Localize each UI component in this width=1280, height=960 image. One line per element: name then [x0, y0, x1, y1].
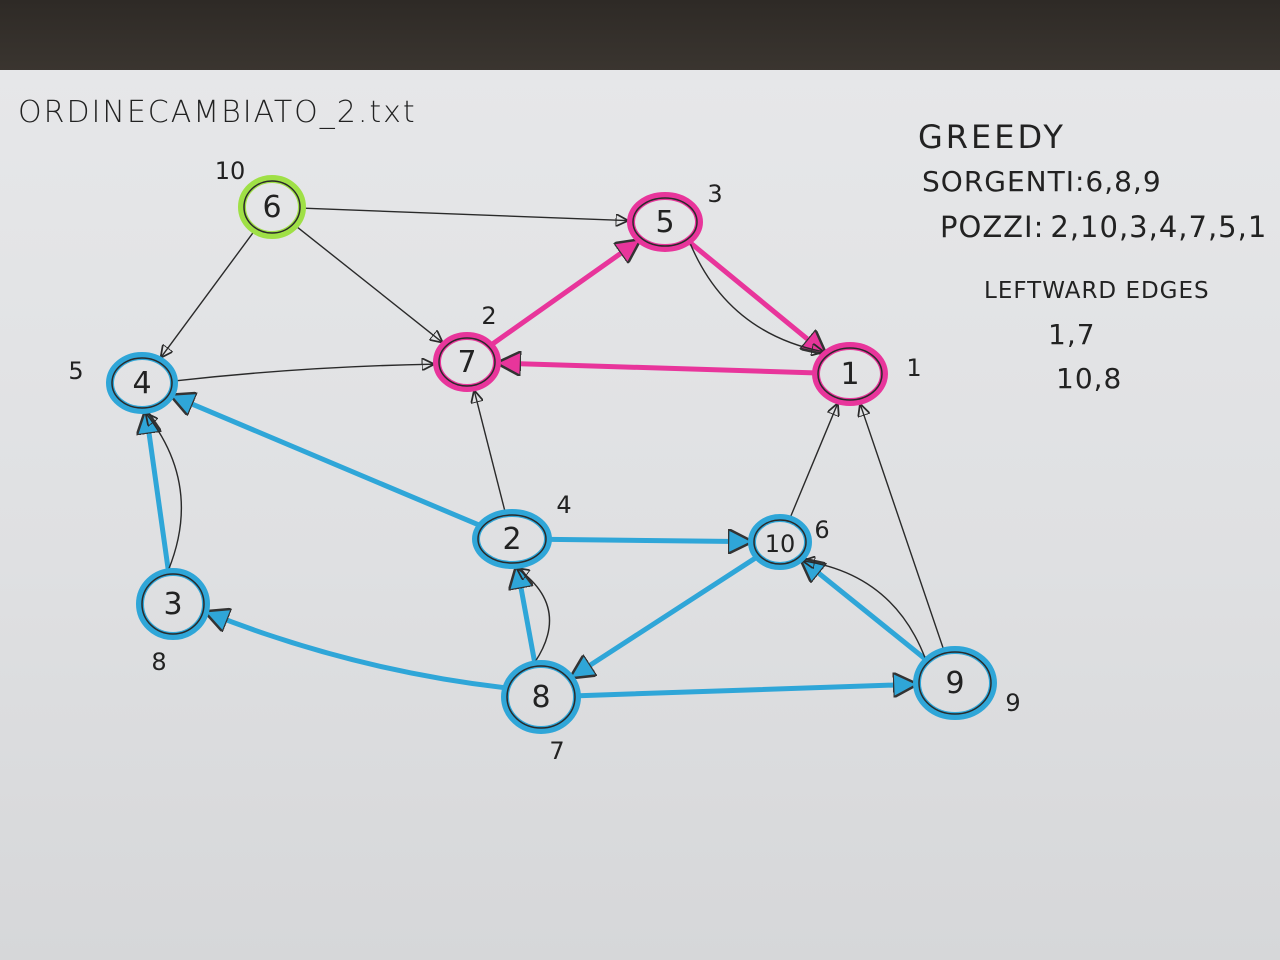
edge-4-to-7-ink	[175, 364, 433, 382]
node-order-label: 3	[707, 180, 722, 208]
node-ink-ring	[243, 180, 301, 234]
sinks-value: 2,10,3,4,7,5,1	[1050, 210, 1268, 244]
node-ink-ring	[817, 347, 883, 401]
node-label: 7	[457, 345, 476, 380]
node-highlight-ring	[812, 342, 888, 406]
node-label: 2	[502, 522, 521, 557]
node-ink-ring	[438, 337, 496, 387]
node-highlight-ring	[472, 509, 552, 569]
node-label: 9	[945, 666, 964, 701]
edge-8-to-9-blue	[576, 684, 913, 699]
node-order-label: 1	[906, 354, 921, 382]
node-order-label: 4	[556, 491, 571, 519]
sources-label: SORGENTI:	[922, 165, 1086, 198]
leftward-edge-item: 1,7	[1048, 318, 1096, 351]
node-label: 5	[655, 205, 674, 240]
edge-5-to-1-ink	[689, 242, 823, 351]
edge-9-to-10-ink	[804, 561, 927, 660]
node-3: 38	[136, 568, 210, 676]
node-order-label: 9	[1005, 689, 1020, 717]
edge-8-to-2-blue	[518, 569, 538, 665]
node-highlight-ring	[136, 568, 210, 640]
edge-6-to-4-ink	[161, 231, 255, 357]
edges-layer	[146, 207, 945, 699]
node-7: 72	[433, 302, 501, 392]
node-ink-ring	[477, 514, 547, 564]
edge-2-to-10-blue	[547, 539, 748, 541]
node-ink-ring	[141, 573, 205, 635]
node-label: 10	[765, 530, 796, 558]
paper-sheet	[0, 70, 1280, 960]
edge-10-to-1-ink	[789, 404, 837, 518]
node-6: 6 10	[215, 157, 306, 239]
node-label: 6	[262, 190, 281, 225]
node-4: 45	[68, 352, 178, 414]
node-order-label: 2	[481, 302, 496, 330]
node-ink-ring	[753, 519, 807, 565]
file-title: ORDINECAMBIATO_2.txt	[18, 95, 417, 130]
edge-5-to-1-pink	[687, 239, 823, 351]
edge-6-to-5-ink	[303, 207, 627, 220]
edge-3-to-4-ink	[146, 414, 183, 571]
edge-10-to-8-blue	[574, 555, 759, 676]
node-9: 99	[913, 646, 1021, 720]
node-order-label: 6	[814, 516, 829, 544]
leftward-edge-item: 10,8	[1056, 362, 1123, 395]
node-highlight-ring	[913, 646, 997, 720]
sources-line: SORGENTI:6,8,9	[922, 165, 1162, 198]
node-ink-ring	[506, 665, 576, 729]
sources-value: 6,8,9	[1085, 165, 1162, 198]
node-order-label: 5	[68, 357, 83, 385]
edge-7-to-5-pink	[489, 242, 637, 347]
edge-1-to-7-pink	[501, 363, 817, 373]
node-label: 8	[531, 680, 550, 715]
node-5: 53	[627, 180, 723, 252]
node-label: 1	[840, 357, 859, 392]
sinks-line: POZZI:2,10,3,4,7,5,1	[940, 210, 1267, 244]
edge-8-to-3-blue	[209, 613, 507, 691]
node-2: 24	[472, 491, 572, 569]
leftward-edges-title: LEFTWARD EDGES	[984, 278, 1210, 304]
node-highlight-ring	[238, 175, 306, 239]
node-8: 87	[501, 660, 581, 765]
edge-9-to-1-ink	[860, 405, 945, 650]
node-highlight-ring	[627, 192, 703, 252]
node-order-label: 10	[215, 157, 246, 185]
greedy-title: GREEDY	[918, 118, 1066, 156]
node-highlight-ring	[748, 514, 812, 570]
edge-2-to-4-blue	[174, 397, 482, 528]
node-highlight-ring	[501, 660, 581, 734]
sinks-label: POZZI:	[940, 210, 1045, 244]
node-order-label: 8	[151, 648, 166, 676]
node-ink-ring	[632, 197, 698, 247]
node-highlight-ring	[106, 352, 178, 414]
edge-6-to-7-ink	[295, 225, 441, 342]
node-label: 3	[163, 587, 182, 622]
node-ink-ring	[111, 357, 173, 409]
edge-2-to-7-ink	[474, 391, 506, 512]
node-10: 10 6	[748, 514, 830, 570]
node-order-label: 7	[549, 737, 564, 765]
edge-8-to-2-ink	[518, 569, 551, 663]
edge-3-to-4-blue	[146, 414, 171, 573]
node-label: 4	[132, 366, 151, 401]
node-highlight-ring	[433, 332, 501, 392]
node-ink-ring	[918, 651, 992, 715]
edge-9-to-10-blue	[804, 561, 929, 662]
